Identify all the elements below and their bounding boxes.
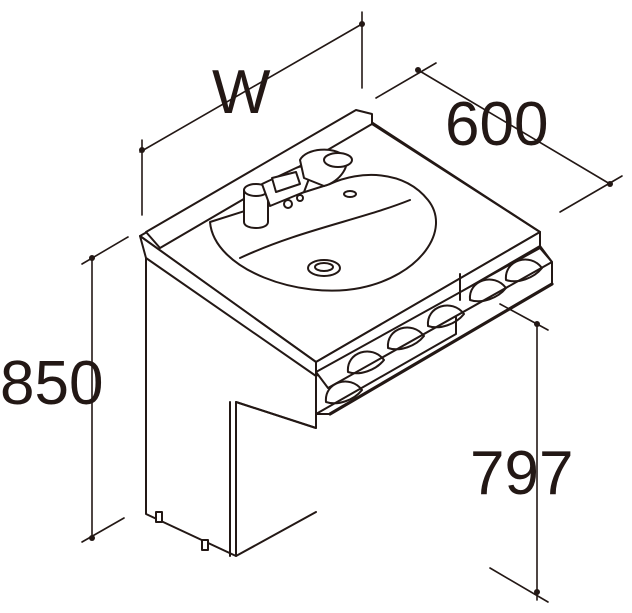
counter-height-label: 797 xyxy=(470,439,573,508)
faucet-icon xyxy=(243,148,353,229)
counter-height-dimension: 797 xyxy=(470,303,573,603)
height-label: 850 xyxy=(0,349,103,418)
towel-rack-icon xyxy=(315,245,554,416)
width-label: W xyxy=(212,58,271,127)
width-dimension: W xyxy=(139,11,365,216)
height-dimension: 850 xyxy=(0,236,129,543)
basin-icon xyxy=(209,174,438,292)
depth-dimension: 600 xyxy=(375,62,623,213)
depth-label: 600 xyxy=(445,90,548,159)
